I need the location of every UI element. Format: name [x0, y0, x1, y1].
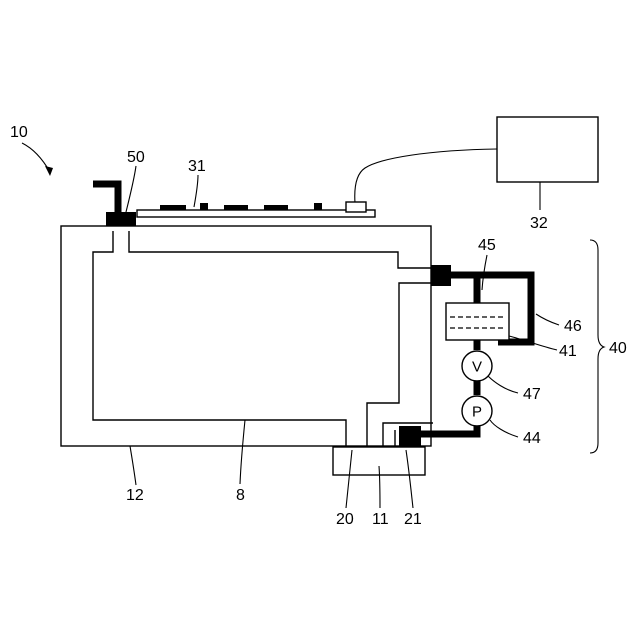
leader-valve: [488, 376, 518, 393]
board-chip-5: [314, 203, 322, 210]
filter-box: [446, 303, 509, 340]
board-chip-1: [160, 205, 186, 210]
label-valve: 47: [523, 386, 541, 403]
label-joint-top: 50: [127, 149, 145, 166]
outer-housing: [61, 226, 431, 446]
leader-outer: [130, 446, 136, 485]
leader-joint-top: [126, 166, 136, 212]
leader-board: [194, 175, 198, 207]
label-board: 31: [188, 158, 206, 175]
leader-device: [22, 143, 50, 172]
leader-device-arrow: [45, 166, 53, 176]
leader-base: [379, 466, 380, 508]
leader-pipe: [536, 314, 559, 325]
label-unit: 40: [609, 340, 627, 357]
inner-space-outline: [93, 231, 433, 447]
label-outer: 12: [126, 487, 144, 504]
unit-pipe-pump-out: [421, 425, 477, 434]
joint-50: [106, 212, 136, 226]
board-chip-3: [224, 205, 248, 210]
board-chip-2: [200, 203, 208, 210]
board-chip-4: [264, 205, 288, 210]
controller-cable: [355, 149, 497, 203]
label-pump: 44: [523, 430, 541, 447]
label-pipe: 46: [564, 318, 582, 335]
label-inner: 8: [236, 487, 245, 504]
controller-box: [497, 117, 598, 182]
label-device: 10: [10, 124, 28, 141]
label-port-right: 21: [404, 511, 422, 528]
leader-inner: [240, 420, 245, 484]
valve-symbol: V: [472, 359, 482, 376]
label-chamber: 45: [478, 237, 496, 254]
circuit-board: [137, 210, 375, 217]
vent-pipe: [93, 184, 118, 215]
label-port-left: 20: [336, 511, 354, 528]
right-joint-upper: [431, 265, 451, 286]
board-connector: [346, 202, 366, 212]
label-base: 11: [372, 511, 389, 528]
unit-brace: [590, 240, 604, 453]
leader-pump: [490, 420, 518, 437]
label-filter: 41: [559, 343, 577, 360]
pump-symbol: P: [472, 404, 482, 421]
label-controller: 32: [530, 215, 548, 232]
right-joint-lower: [399, 426, 421, 446]
